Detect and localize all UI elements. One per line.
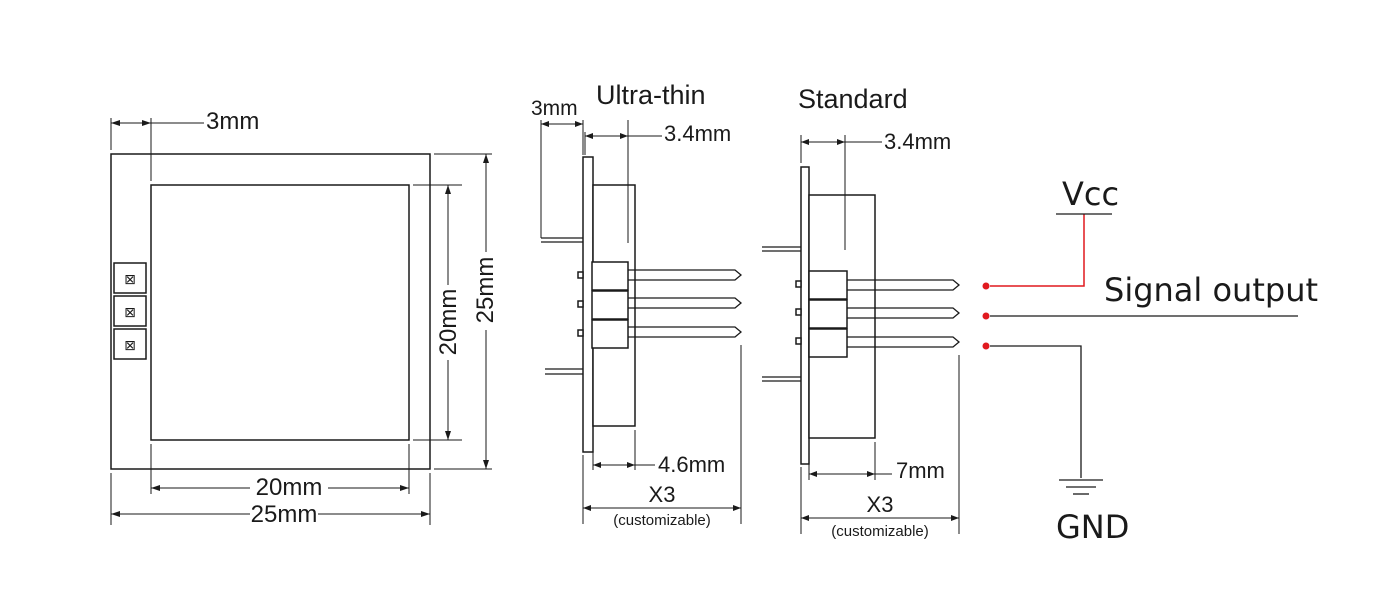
front-view: ⊠ ⊠ ⊠ 3mm 20mm 25mm 20mm (110, 108, 499, 528)
ultra-dim-46mm: 4.6mm (658, 452, 725, 477)
wiring-diagram: Vcc Signal output GND (982, 175, 1318, 546)
inner-sensing-area (150, 184, 410, 441)
standard-title: Standard (798, 84, 908, 114)
ultra-header-1 (591, 261, 629, 291)
ultra-pin-1 (628, 269, 743, 281)
std-pin-3 (847, 336, 961, 348)
standard-view: Standard 3.4mm 7mm (762, 84, 961, 540)
ultra-nub-2 (577, 300, 584, 308)
signal-terminal (982, 312, 990, 320)
pad-2-mark: ⊠ (124, 305, 136, 321)
std-pin-1 (847, 279, 961, 291)
ultra-nub-1 (577, 271, 584, 279)
ultra-dim-34mm: 3.4mm (664, 121, 731, 146)
std-nub-2 (795, 308, 802, 316)
dim-3mm-arrows (111, 120, 151, 126)
gnd-label: GND (1056, 508, 1129, 546)
gnd-wire (990, 345, 1082, 478)
front-dim-3mm: 3mm (206, 108, 259, 135)
std-nub-3 (795, 337, 802, 345)
std-nub-1 (795, 280, 802, 288)
front-dim-25mm-height: 25mm (472, 257, 499, 324)
vcc-wire (990, 214, 1085, 287)
ultra-pin-3 (628, 326, 743, 338)
ultra-pin-2 (628, 297, 743, 309)
ultra-header-3 (591, 319, 629, 349)
pad-3-mark: ⊠ (124, 338, 136, 354)
front-dim-25mm-width: 25mm (251, 501, 318, 528)
ultra-thin-view: Ultra-thin 3mm 3.4mm (531, 80, 743, 529)
std-x3: X3 (867, 492, 894, 517)
ultra-title: Ultra-thin (596, 80, 706, 110)
std-header-1 (808, 270, 848, 300)
std-customizable: (customizable) (831, 523, 929, 540)
ultra-x3: X3 (649, 482, 676, 507)
std-pcb (800, 166, 810, 465)
std-pin-2 (847, 307, 961, 319)
std-7-arrows (809, 471, 875, 477)
pad-3 (113, 328, 147, 360)
vcc-terminal (982, 282, 990, 290)
signal-label: Signal output (1104, 271, 1318, 309)
std-dim-34mm: 3.4mm (884, 129, 951, 154)
ultra-dim-3mm: 3mm (531, 97, 578, 120)
gnd-terminal (982, 342, 990, 350)
std-dim-7mm: 7mm (896, 458, 945, 483)
pad-2 (113, 295, 147, 327)
pad-1-mark: ⊠ (124, 272, 136, 288)
ultra-nub-3 (577, 329, 584, 337)
ultra-customizable: (customizable) (613, 512, 711, 529)
std-header-2 (808, 299, 848, 329)
front-dim-20mm-height: 20mm (435, 289, 462, 356)
std-header-3 (808, 328, 848, 358)
ultra-header-2 (591, 290, 629, 320)
front-dim-20mm-width: 20mm (256, 474, 323, 501)
pad-1 (113, 262, 147, 294)
vcc-label: Vcc (1062, 175, 1119, 213)
